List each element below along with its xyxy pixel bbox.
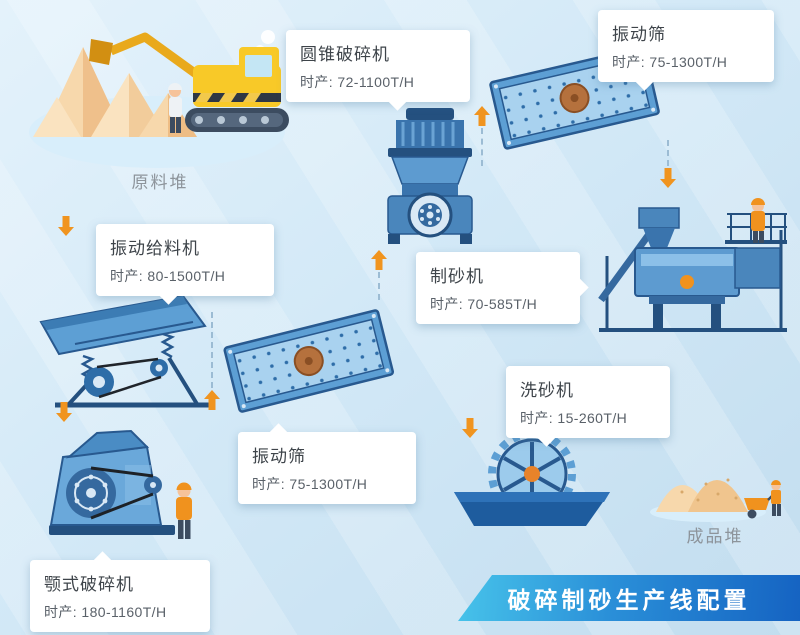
callout-pointer [269,423,288,442]
jaw-crusher-illustration [35,425,205,545]
arrow-up-icon [371,250,387,270]
arrow-up-icon [204,390,220,410]
callout-title: 振动给料机 [110,239,200,258]
callout-capacity: 时产: 75-1300T/H [612,54,728,70]
vibrating-feeder-illustration [35,292,230,412]
arrow-up-icon [474,106,490,126]
callout-capacity: 时产: 70-585T/H [430,296,538,312]
callout-sand-maker: 制砂机 时产: 70-585T/H [416,252,589,324]
title-banner: 破碎制砂生产线配置 [458,575,800,621]
callout-vibrating-screen-top: 振动筛 时产: 75-1300T/H [598,10,774,91]
callout-cone-crusher: 圆锥破碎机 时产: 72-1100T/H [286,30,470,111]
connector-screen-to-cone [378,272,380,300]
callout-capacity: 时产: 75-1300T/H [252,476,368,492]
arrow-down-icon [58,216,74,236]
callout-jaw-crusher: 颚式破碎机 时产: 180-1160T/H [30,551,210,632]
arrow-down-icon [462,418,478,438]
callout-pointer [570,278,589,297]
callout-title: 颚式破碎机 [44,575,134,594]
callout-sand-washer: 洗砂机 时产: 15-260T/H [506,366,670,447]
callout-capacity: 时产: 72-1100T/H [300,74,415,90]
sand-maker-illustration [595,190,790,335]
product-pile-label: 成品堆 [686,527,744,546]
page-title: 破碎制砂生产线配置 [507,587,751,613]
callout-title: 振动筛 [612,25,666,44]
product-pile-illustration [648,440,783,525]
callout-capacity: 时产: 180-1160T/H [44,604,167,620]
arrow-down-icon [660,168,676,188]
vibrating-screen-mid-illustration [222,300,397,425]
callout-capacity: 时产: 15-260T/H [520,410,628,426]
callout-title: 振动筛 [252,447,306,466]
callout-pointer [93,551,112,570]
callout-title: 洗砂机 [520,381,574,400]
arrow-down-icon [56,402,72,422]
callout-title: 圆锥破碎机 [300,45,390,64]
connector-screen-top-to-sandmaker [667,140,669,166]
callout-vibrating-screen-mid: 振动筛 时产: 75-1300T/H [238,423,416,504]
cone-crusher-illustration [372,108,487,248]
connector-jaw-to-screen [211,312,213,388]
raw-material-pile-illustration [25,5,295,170]
callout-title: 制砂机 [430,267,484,286]
callout-capacity: 时产: 80-1500T/H [110,268,226,284]
callout-vibrating-feeder: 振动给料机 时产: 80-1500T/H [96,224,274,305]
raw-pile-label: 原料堆 [131,173,189,192]
connector-cone-to-screen-top [481,128,483,166]
sand-washer-illustration [448,428,613,528]
